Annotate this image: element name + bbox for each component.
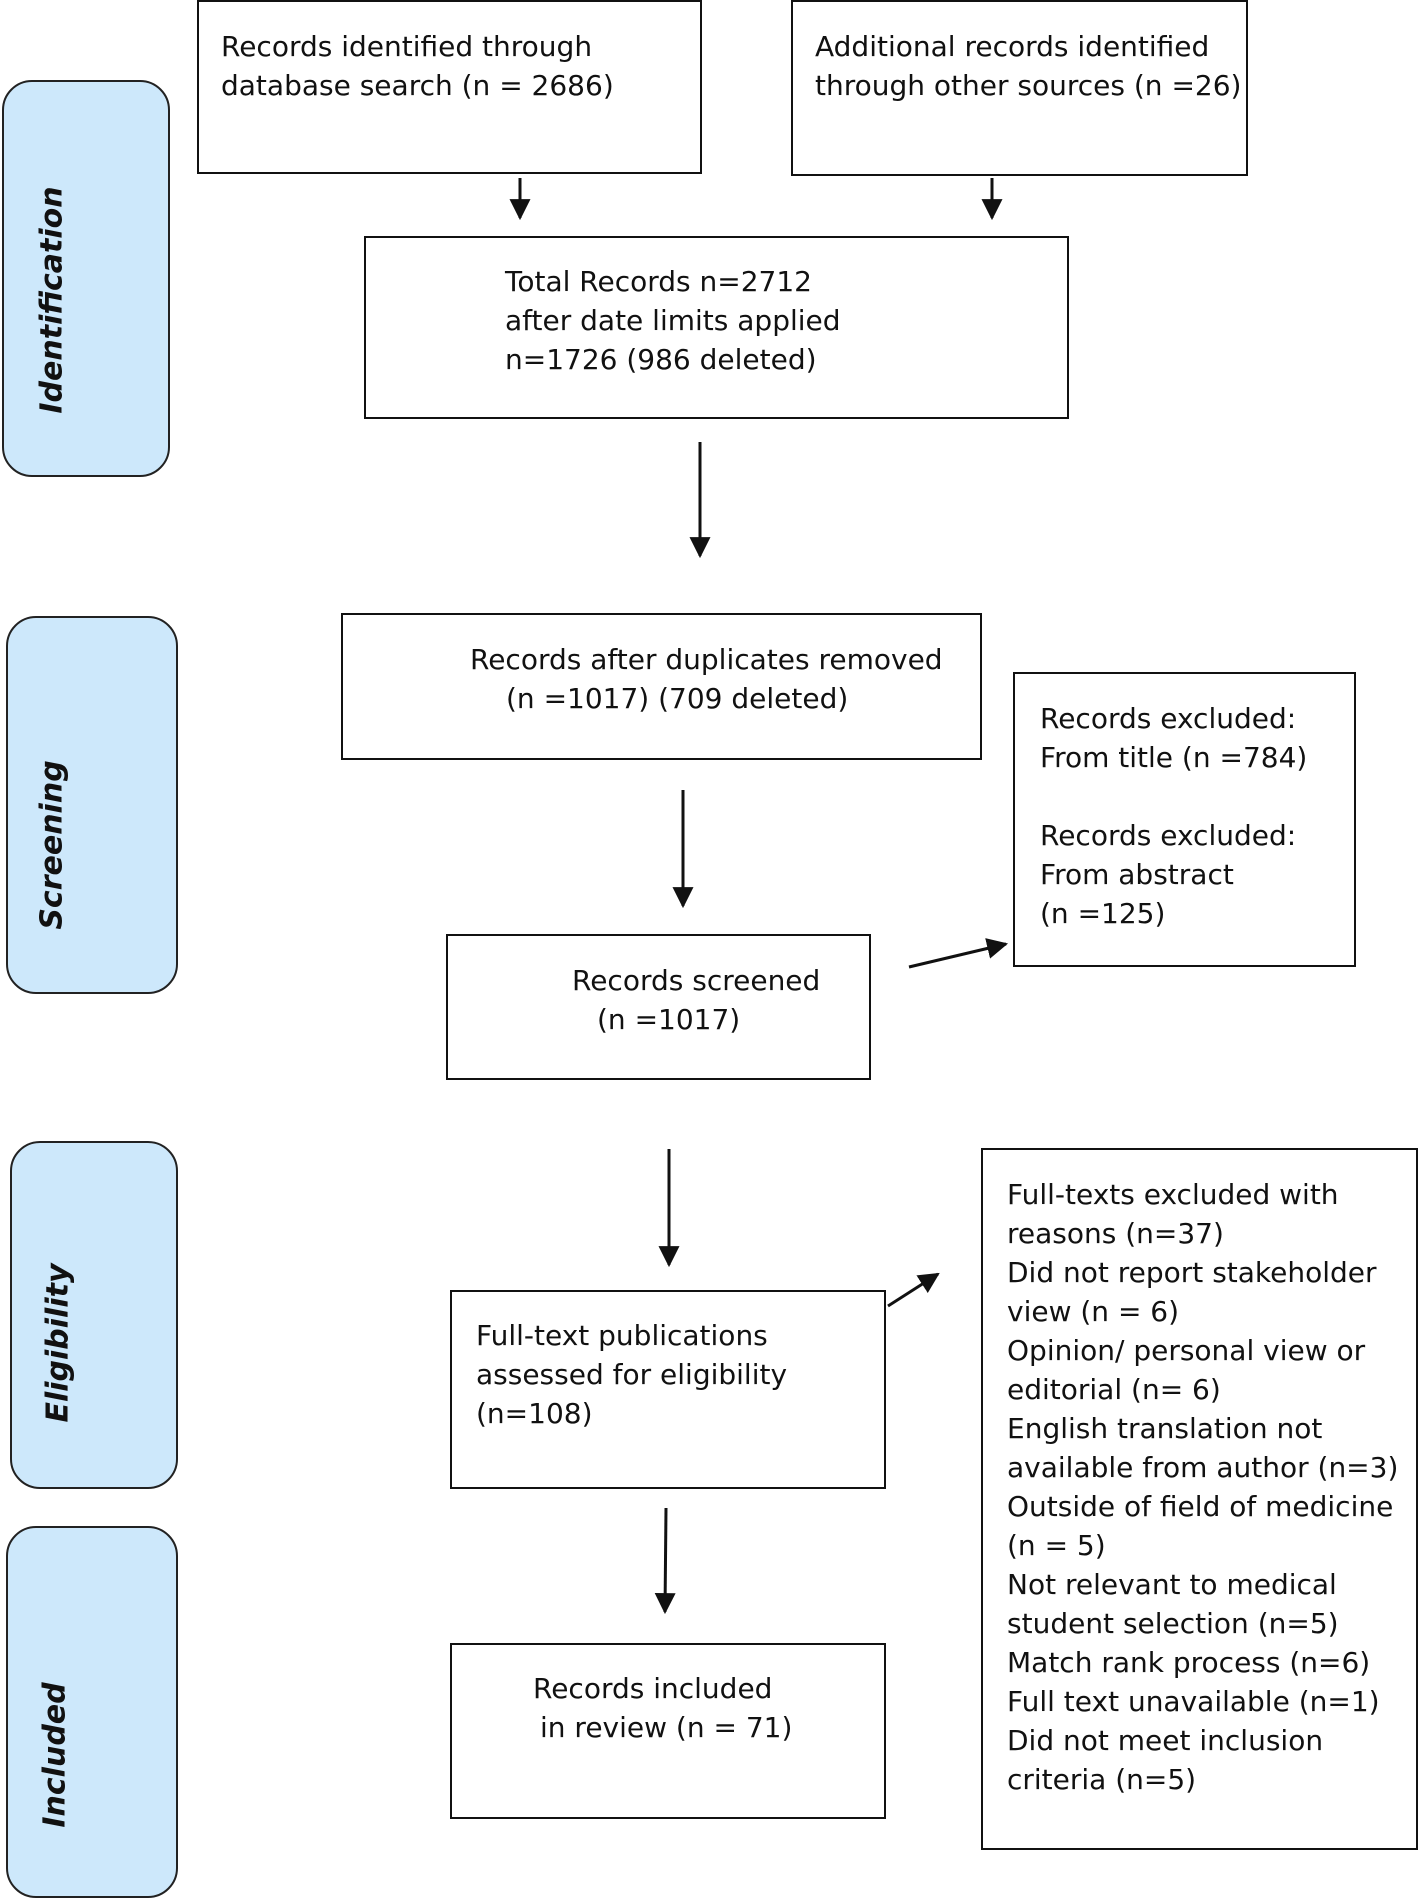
arrow-assessed-to-included	[654, 1507, 676, 1615]
full-text-assessed-box	[450, 1290, 886, 1489]
other-sources-line-2: through other sources (n =26)	[815, 69, 1242, 102]
full-text-excluded-line-2: reasons (n=37)	[1007, 1217, 1224, 1250]
stage-identification	[2, 80, 170, 477]
records-included-line-2: in review (n = 71)	[540, 1711, 793, 1744]
other-sources-line-1: Additional records identified	[815, 30, 1210, 63]
records-screened-box	[446, 934, 871, 1080]
full-text-assessed-line-2: assessed for eligibility	[476, 1358, 788, 1391]
other-sources-box	[791, 0, 1248, 176]
full-text-excluded-line-15: Did not meet inclusion	[1007, 1724, 1324, 1757]
full-text-excluded-line-1: Full-texts excluded with	[1007, 1178, 1339, 1211]
records-excluded-line-2: From title (n =784)	[1040, 741, 1308, 774]
full-text-excluded-line-14: Full text unavailable (n=1)	[1007, 1685, 1380, 1718]
records-excluded-line-1: Records excluded:	[1040, 702, 1297, 735]
arrow-assessed-to-fulltext-excluded	[887, 1272, 940, 1308]
full-text-excluded-line-12: student selection (n=5)	[1007, 1607, 1339, 1640]
database-search-line-2: database search (n = 2686)	[221, 69, 614, 102]
stage-screening	[6, 616, 178, 994]
full-text-excluded-line-16: criteria (n=5)	[1007, 1763, 1197, 1796]
full-text-excluded-line-6: editorial (n= 6)	[1007, 1373, 1221, 1406]
total-records-line-3: n=1726 (986 deleted)	[505, 343, 817, 376]
records-included-box	[450, 1643, 886, 1819]
full-text-excluded-line-10: (n = 5)	[1007, 1529, 1106, 1562]
total-records-line-2: after date limits applied	[505, 304, 841, 337]
records-excluded-line-3: Records excluded:	[1040, 819, 1297, 852]
full-text-assessed-line-3: (n=108)	[476, 1397, 593, 1430]
full-text-excluded-box	[981, 1148, 1418, 1850]
records-screened-line-1: Records screened	[572, 964, 821, 997]
arrow-screened-to-excluded	[908, 938, 1009, 969]
records-excluded-line-5: (n =125)	[1040, 897, 1166, 930]
full-text-assessed-line-1: Full-text publications	[476, 1319, 768, 1352]
total-records-line-1: Total Records n=2712	[505, 265, 812, 298]
duplicates-removed-line-2: (n =1017) (709 deleted)	[506, 682, 849, 715]
full-text-excluded-line-5: Opinion/ personal view or	[1007, 1334, 1366, 1367]
records-excluded-line-4: From abstract	[1040, 858, 1234, 891]
full-text-excluded-line-11: Not relevant to medical	[1007, 1568, 1337, 1601]
records-screened-line-2: (n =1017)	[597, 1003, 741, 1036]
total-records-box	[364, 236, 1069, 419]
stage-eligibility	[10, 1141, 178, 1489]
full-text-excluded-line-3: Did not report stakeholder	[1007, 1256, 1377, 1289]
full-text-excluded-line-7: English translation not	[1007, 1412, 1323, 1445]
duplicates-removed-box	[341, 613, 982, 760]
duplicates-removed-line-1: Records after duplicates removed	[470, 643, 943, 676]
stage-included	[6, 1526, 178, 1898]
database-search-box	[197, 0, 702, 174]
full-text-excluded-line-9: Outside of field of medicine	[1007, 1490, 1394, 1523]
records-excluded-box	[1013, 672, 1356, 967]
full-text-excluded-line-13: Match rank process (n=6)	[1007, 1646, 1371, 1679]
database-search-line-1: Records identified through	[221, 30, 593, 63]
full-text-excluded-line-4: view (n = 6)	[1007, 1295, 1180, 1328]
records-included-line-1: Records included	[533, 1672, 773, 1705]
full-text-excluded-line-8: available from author (n=3)	[1007, 1451, 1399, 1484]
